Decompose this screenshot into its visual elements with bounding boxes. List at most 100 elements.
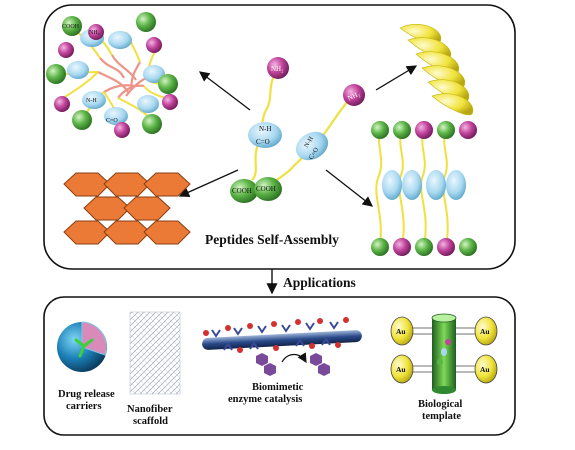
tube-bottom xyxy=(432,386,456,394)
gold-label: Au xyxy=(480,365,490,374)
fiber-rod xyxy=(202,330,362,350)
nanofiber-label-2: scaffold xyxy=(133,416,168,427)
acid-group-ball xyxy=(437,121,455,139)
amine-group-ball xyxy=(88,24,104,40)
gold-label: Au xyxy=(396,365,406,374)
amide-nh-label: N-H xyxy=(303,135,315,149)
amine-group-ball xyxy=(343,84,365,106)
substrate-icon xyxy=(256,353,268,366)
acid-label: COOH xyxy=(256,185,276,193)
amine-group-ball xyxy=(58,42,74,58)
amide-ellipse xyxy=(248,122,282,148)
hexagon xyxy=(123,196,171,221)
gold-label: Au xyxy=(480,327,490,336)
drug-molecule-icon xyxy=(74,338,94,358)
micelle-amine-label: NH₂ xyxy=(89,30,100,36)
acid-group-ball xyxy=(393,121,411,139)
product-icon xyxy=(310,353,322,366)
reaction-arrow xyxy=(281,352,307,364)
amine-group-ball xyxy=(146,37,162,53)
enzyme-catalysis-graphic xyxy=(202,317,362,376)
hexagon xyxy=(143,220,191,245)
amide-ellipse xyxy=(67,61,89,79)
amine-group-ball xyxy=(162,94,178,110)
arrow-to-hexagons xyxy=(178,169,239,198)
amine-group-ball xyxy=(459,121,477,139)
acid-group-ball xyxy=(230,179,258,203)
carrier-cutaway xyxy=(81,321,107,356)
amide-ellipse xyxy=(295,131,329,161)
acid-group-ball xyxy=(371,121,389,139)
drug-carrier-label-2: carriers xyxy=(66,401,102,412)
biological-template-graphic: Au Au Au Au xyxy=(390,313,498,394)
amide-ellipse xyxy=(104,107,128,125)
acid-group-ball xyxy=(136,12,156,32)
amide-ellipse xyxy=(446,170,466,200)
micelle-amide-labels: N-H C=O xyxy=(86,98,118,124)
amine-label: NH₂ xyxy=(271,65,284,73)
amine-group-ball xyxy=(393,238,411,256)
amide-ellipse xyxy=(402,170,422,200)
drug-carrier-graphic xyxy=(57,321,107,372)
micelle-amide-c: C=O xyxy=(106,118,118,124)
micelle-acid-label: COOH xyxy=(62,24,80,30)
amide-ellipse xyxy=(382,170,402,200)
template-label-2: template xyxy=(422,411,461,422)
amide-co-label: C=O xyxy=(256,138,270,146)
nanofiber-scaffold-graphic xyxy=(129,311,181,395)
acid-group-ball xyxy=(254,177,282,201)
acid-group-ball xyxy=(72,110,92,130)
amide-ellipse xyxy=(137,95,159,113)
amine-group-ball xyxy=(437,238,455,256)
product-icon xyxy=(318,363,330,376)
acid-group-ball xyxy=(371,238,389,256)
substrate-icon xyxy=(264,363,276,376)
amide-ellipse xyxy=(82,91,106,109)
tube-amide xyxy=(441,348,447,356)
gold-particle xyxy=(390,354,414,384)
tube-acid-ball xyxy=(437,359,443,365)
acid-group-ball xyxy=(46,64,66,84)
gold-particle xyxy=(390,316,414,346)
acid-group-ball xyxy=(142,114,162,134)
enzyme-label-1: Biomimetic xyxy=(252,382,304,393)
helix-assembly xyxy=(399,24,474,116)
amide-ellipse xyxy=(143,65,165,83)
acid-group-ball xyxy=(459,238,477,256)
acid-group-ball xyxy=(415,238,433,256)
nanofiber-label-1: Nanofiber xyxy=(127,404,173,415)
hexagon xyxy=(143,172,191,197)
drug-carrier-label-1: Drug release xyxy=(58,389,115,400)
applications-label: Applications xyxy=(283,275,356,290)
amine-group-ball xyxy=(415,121,433,139)
amine-group-ball xyxy=(54,96,70,112)
active-residues xyxy=(203,317,349,353)
enzyme-label-2: enzyme catalysis xyxy=(228,394,302,405)
amide-nh-label: N-H xyxy=(259,125,271,133)
arrow-to-bilayer xyxy=(325,169,374,207)
acid-label: COOH xyxy=(232,187,252,195)
micelle-head-labels: COOH NH₂ xyxy=(62,24,100,36)
catalytic-sites xyxy=(211,321,339,351)
acid-group-ball xyxy=(158,74,178,94)
top-panel-title: Peptides Self-Assembly xyxy=(205,232,339,247)
acid-group-ball xyxy=(62,16,82,36)
arrow-to-helix xyxy=(375,65,418,91)
tube-amine-ball xyxy=(445,339,451,345)
micelle-head-groups xyxy=(46,12,178,138)
micelle-amide-n: N-H xyxy=(86,98,97,104)
peptide-molecule: NH₂ NH₂ N-H C=O N-H C=O COOH COOH xyxy=(230,57,365,203)
gold-label: Au xyxy=(396,327,406,336)
gold-particle xyxy=(474,316,498,346)
bilayer-assembly xyxy=(371,121,477,256)
hexagon-sheet xyxy=(63,172,191,245)
template-label-1: Biological xyxy=(418,399,462,410)
tube-top xyxy=(431,313,457,323)
micelle-assembly: N-H C=O COOH NH₂ xyxy=(46,12,178,138)
gold-particle xyxy=(474,354,498,384)
micelle-core xyxy=(97,54,147,99)
amide-ellipse xyxy=(426,170,446,200)
amine-group-ball xyxy=(114,122,130,138)
amide-ellipse xyxy=(108,31,132,49)
